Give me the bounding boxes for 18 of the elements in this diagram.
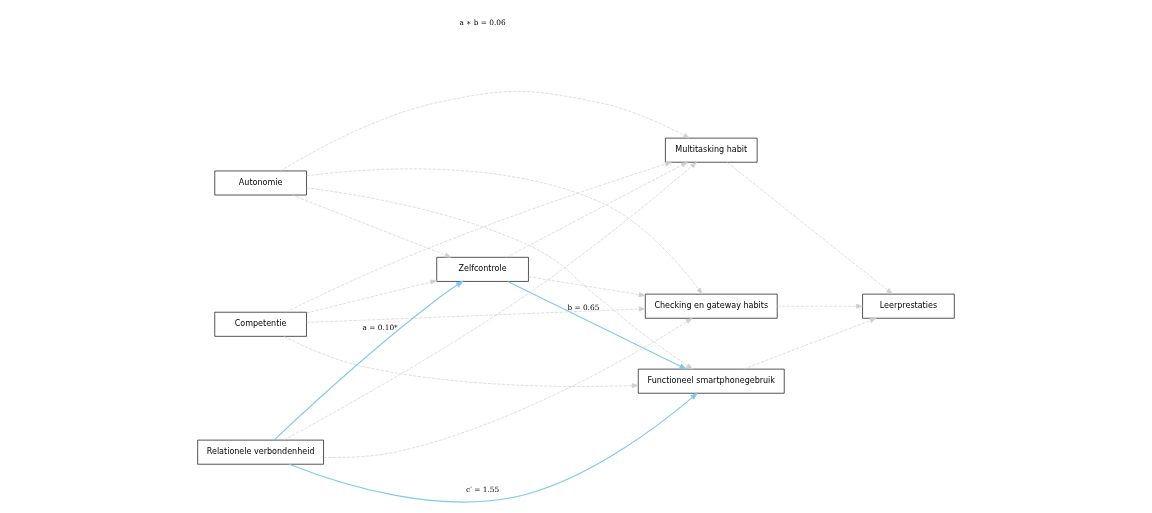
arrow [777, 303, 863, 309]
arrow [505, 161, 688, 258]
arrow [283, 336, 639, 389]
arrow [306, 306, 646, 323]
arrow [285, 161, 672, 313]
arrow [743, 317, 877, 370]
arrow [306, 187, 693, 370]
arrow [288, 392, 699, 503]
arrow [528, 276, 646, 298]
arrow [726, 162, 893, 295]
arrow [507, 280, 688, 370]
arrow [306, 168, 703, 295]
arrow [273, 280, 464, 441]
arrow [279, 91, 690, 172]
arrow [323, 318, 693, 458]
arrow [283, 162, 697, 441]
arrow [291, 194, 452, 258]
arrow [306, 279, 438, 314]
